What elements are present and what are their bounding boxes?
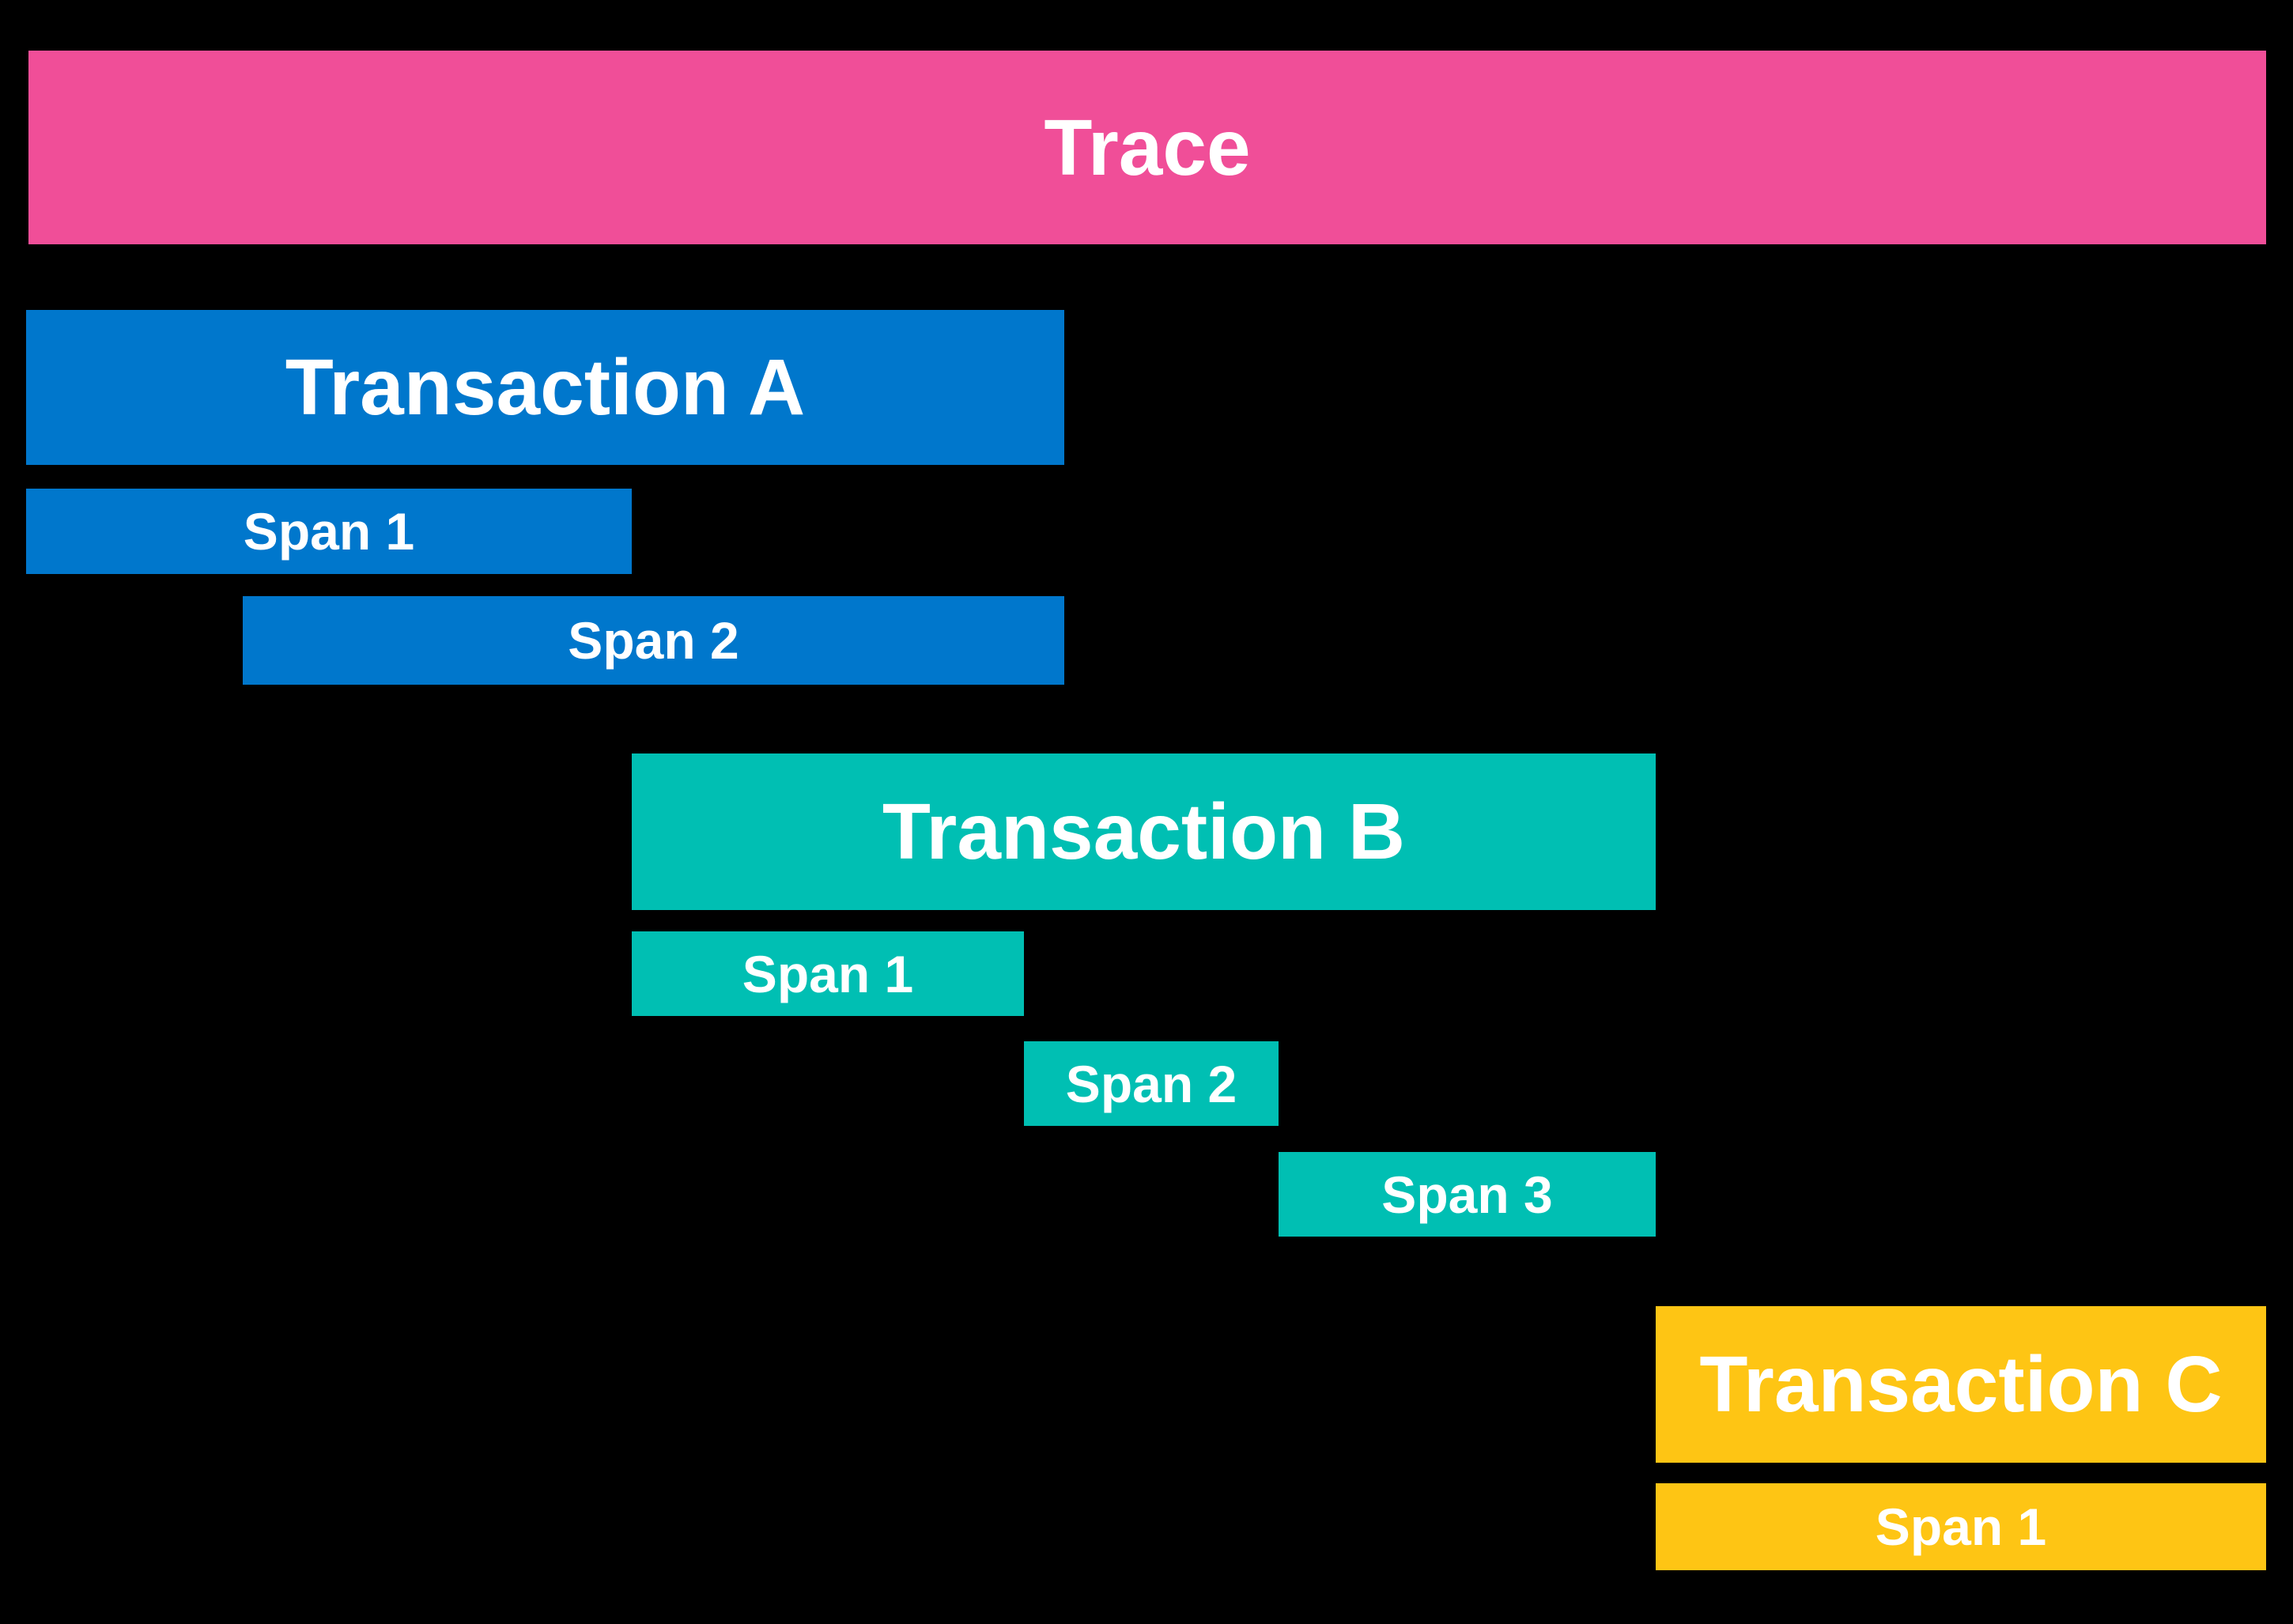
- transaction-c-span-1-label: Span 1: [1875, 1497, 2047, 1556]
- transaction-b-span-3-bar: Span 3: [1279, 1152, 1656, 1237]
- transaction-a-span-2-bar: Span 2: [243, 596, 1064, 685]
- transaction-b-bar: Transaction B: [632, 753, 1656, 910]
- trace-bar: Trace: [28, 51, 2266, 244]
- transaction-b-span-2-bar: Span 2: [1024, 1041, 1279, 1126]
- trace-label: Trace: [1044, 103, 1251, 192]
- transaction-b-span-1-bar: Span 1: [632, 931, 1024, 1016]
- transaction-a-span-1-bar: Span 1: [26, 489, 632, 574]
- transaction-b-span-1-label: Span 1: [742, 944, 914, 1003]
- transaction-a-label: Transaction A: [285, 343, 806, 432]
- transaction-c-span-1-bar: Span 1: [1656, 1483, 2266, 1570]
- transaction-b-span-3-label: Span 3: [1381, 1165, 1553, 1224]
- transaction-c-bar: Transaction C: [1656, 1306, 2266, 1463]
- transaction-c-label: Transaction C: [1699, 1340, 2223, 1429]
- transaction-a-span-1-label: Span 1: [243, 502, 415, 561]
- transaction-b-label: Transaction B: [882, 787, 1406, 876]
- transaction-a-bar: Transaction A: [26, 310, 1064, 465]
- transaction-a-span-2-label: Span 2: [568, 611, 739, 670]
- transaction-b-span-2-label: Span 2: [1065, 1054, 1237, 1113]
